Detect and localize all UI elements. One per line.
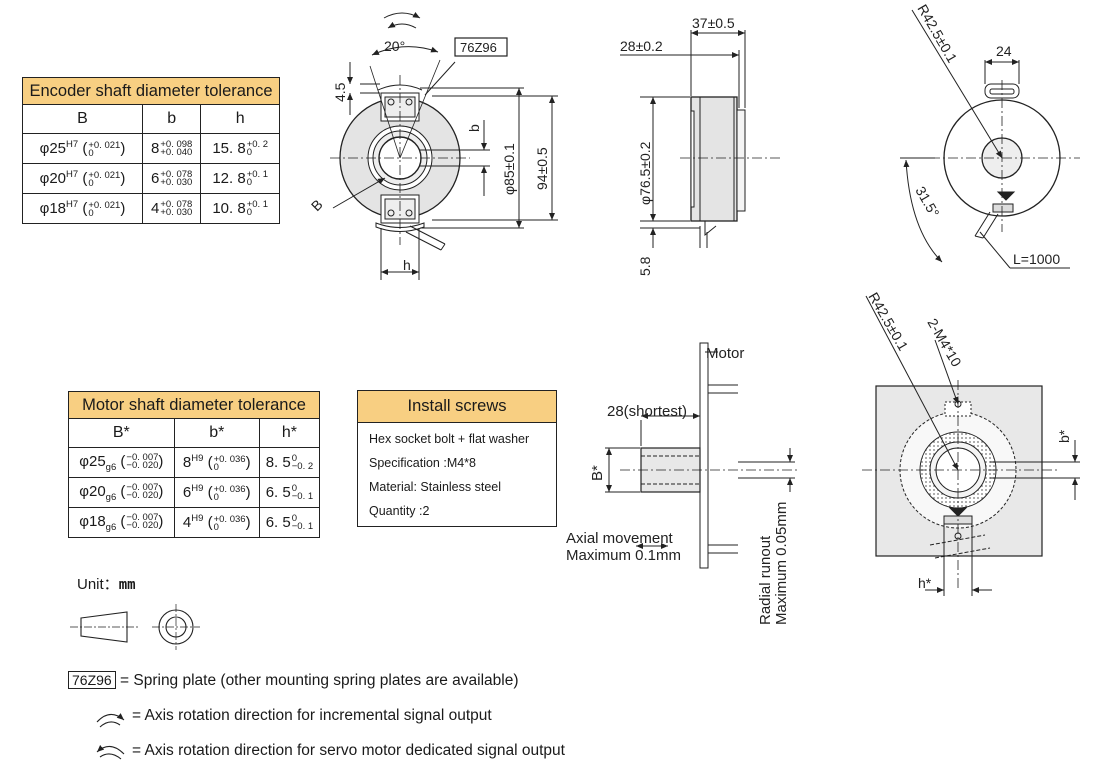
install-line-spec: Specification :M4*8: [369, 456, 477, 470]
rotation-icons: [96, 713, 125, 760]
dim-28-shortest: 28(shortest): [607, 403, 687, 420]
dim-37: 37±0.5: [692, 15, 735, 31]
counterclockwise-rotation-icon: [96, 745, 125, 755]
spring-code-box: 76Z96: [68, 671, 116, 689]
spring-plate-text: = Spring plate (other mounting spring pl…: [120, 672, 519, 689]
projection-symbol: [70, 604, 200, 650]
radial-max-label: Maximum 0.05mm: [773, 502, 790, 625]
motor-header-h: h*: [258, 418, 321, 448]
dim-L1000: L=1000: [1013, 251, 1060, 267]
encoder-table-title: Encoder shaft diameter tolerance: [22, 77, 280, 105]
encoder-header-B: B: [22, 104, 143, 134]
dim-h-star: h*: [918, 575, 932, 591]
encoder-shaft-tolerance-table: Encoder shaft diameter tolerance B b h φ…: [22, 77, 280, 224]
dim-4-5: 4.5: [332, 82, 348, 102]
motor-label: Motor: [706, 345, 744, 362]
dim-24: 24: [996, 43, 1012, 59]
dim-B-star: B*: [589, 465, 606, 481]
motor-header-B: B*: [68, 418, 175, 448]
install-screws-title: Install screws: [358, 391, 556, 423]
dim-phi76-5: φ76.5±0.2: [637, 141, 653, 205]
legend-servo: = Axis rotation direction for servo moto…: [95, 742, 565, 760]
axial-max-label: Maximum 0.1mm: [566, 547, 681, 564]
side-view-encoder: [620, 30, 780, 248]
clockwise-rotation-icon: [96, 713, 125, 723]
install-line-material: Material: Stainless steel: [369, 480, 502, 494]
radial-runout-label: Radial runout: [757, 535, 774, 625]
motor-header-b: b*: [173, 418, 260, 448]
front-view-labels: 20° 76Z96 4.5 b φ85±0.1 94±0.5 B h: [308, 38, 550, 273]
encoder-header-b: b: [141, 104, 202, 134]
back-view-encoder: [900, 9, 1080, 269]
motor-shaft-side-view: [605, 342, 800, 569]
dim-31-5-deg: 31.5°: [912, 184, 942, 220]
install-screws-box: Install screws Hex socket bolt + flat wa…: [357, 390, 557, 527]
legend-spring-plate: 76Z96 = Spring plate (other mounting spr…: [68, 671, 519, 690]
incremental-text: = Axis rotation direction for incrementa…: [132, 707, 492, 724]
angle-label: 20°: [384, 38, 405, 54]
dim-28: 28±0.2: [620, 38, 663, 54]
side-view-labels: 37±0.5 28±0.2 φ76.5±0.2 5.8: [620, 15, 735, 276]
motor-table-title: Motor shaft diameter tolerance: [68, 391, 320, 419]
dim-2-M4: 2-M4*10: [924, 316, 964, 370]
install-line-bolt: Hex socket bolt + flat washer: [369, 432, 530, 446]
dim-B: B: [308, 196, 326, 214]
front-view-encoder: [330, 11, 558, 280]
motor-flange-front-view: [862, 295, 1080, 596]
dim-h: h: [403, 257, 411, 273]
dim-R42-5-flange: R42.5±0.1: [865, 290, 911, 354]
spring-tag-label: 76Z96: [460, 40, 497, 55]
dim-5-8: 5.8: [637, 256, 653, 276]
legend-incremental: = Axis rotation direction for incrementa…: [95, 707, 492, 725]
encoder-header-h: h: [200, 104, 280, 134]
axial-movement-label: Axial movement: [566, 530, 674, 547]
dim-b-star: b*: [1056, 429, 1072, 443]
install-line-quantity: Quantity :2: [369, 504, 430, 518]
dim-94: 94±0.5: [534, 147, 550, 190]
unit-value: mm: [118, 577, 136, 593]
dim-b: b: [466, 124, 482, 132]
dim-phi85: φ85±0.1: [501, 143, 517, 195]
motor-shaft-labels: Motor 28(shortest) B* Axial movement Max…: [566, 345, 790, 625]
motor-shaft-tolerance-table: Motor shaft diameter tolerance B* b* h* …: [68, 391, 321, 538]
servo-text: = Axis rotation direction for servo moto…: [132, 742, 565, 759]
unit-label: Unit：mm: [77, 576, 136, 593]
dim-R42-5: R42.5±0.1: [914, 2, 960, 66]
